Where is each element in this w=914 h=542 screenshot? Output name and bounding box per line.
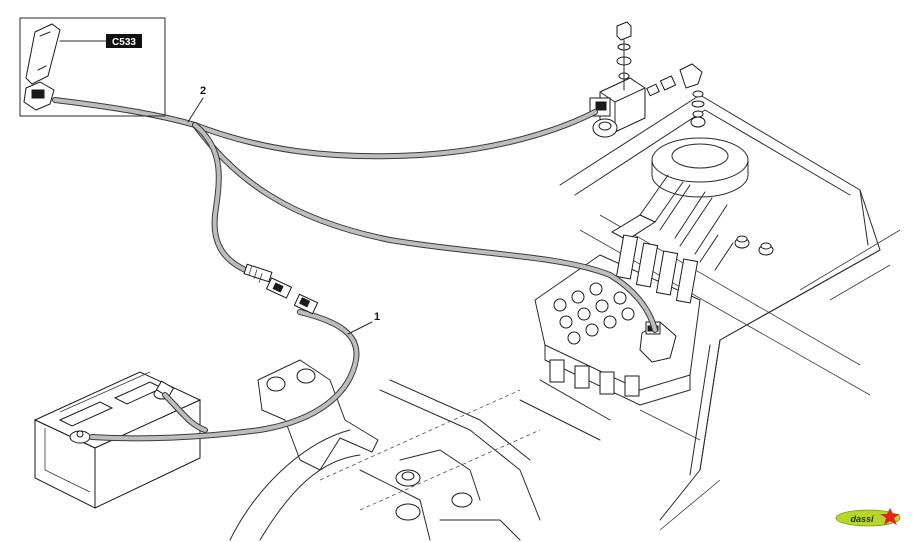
connector-tag-label: C533 — [112, 37, 136, 48]
valve-spools — [610, 174, 734, 304]
bore-plate — [651, 137, 749, 183]
valve-block — [534, 174, 734, 406]
valve-solenoid — [639, 321, 677, 363]
brand-star-icon — [880, 508, 900, 525]
brand-name: dassi — [850, 514, 874, 524]
top-solenoid-valve — [589, 21, 705, 138]
callout-label-2: 2 — [200, 85, 206, 97]
connector-tag — [106, 34, 142, 48]
cable-harness-1 — [89, 309, 360, 442]
callout-2: 2 — [187, 85, 206, 123]
inline-connector — [243, 263, 319, 315]
machine-frame — [559, 94, 901, 531]
connector-inset: C533 — [19, 17, 166, 117]
cable-harness-2 — [52, 97, 658, 333]
chassis — [229, 359, 611, 541]
callout-1: 1 — [347, 311, 380, 335]
brand-logo: dassi — [835, 508, 901, 527]
callout-label-1: 1 — [374, 311, 380, 323]
battery — [33, 371, 202, 509]
